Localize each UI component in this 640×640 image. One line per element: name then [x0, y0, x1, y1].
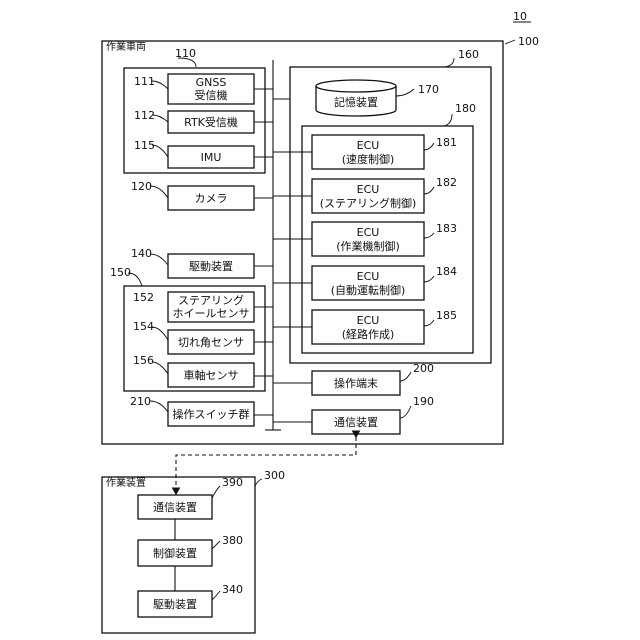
switch-group-label: 操作スイッチ群 [173, 407, 250, 421]
ecu-autodrive-label-2: (自動運転制御) [331, 283, 406, 297]
implement-comm-ref-leader [212, 486, 220, 498]
operation-terminal-label: 操作端末 [334, 376, 378, 390]
ecu-autodrive-ref-leader [424, 276, 434, 282]
vehicle-ref-leader [505, 40, 515, 44]
implement-drive-ref-leader [212, 591, 220, 600]
implement-comm-ref: 390 [222, 476, 243, 489]
terminal-ref-leader [400, 372, 411, 381]
drive-device-label: 駆動装置 [189, 259, 233, 273]
comm-ref-leader [400, 406, 411, 418]
axle-ref-leader [152, 362, 168, 374]
steering-wheel-sensor-label-1: ステアリング [178, 293, 244, 307]
ecu-route-label-1: ECU [357, 314, 380, 327]
ecu-speed-ref-leader [424, 143, 434, 150]
ecu-speed-ref: 181 [436, 136, 457, 149]
implement-control-label: 制御装置 [153, 546, 197, 560]
drive-ref-leader [150, 254, 168, 265]
implement-ref: 300 [264, 469, 285, 482]
ecu-autodrive-ref: 184 [436, 265, 457, 278]
ecu-implement-ref: 183 [436, 222, 457, 235]
ecu-speed-label-2: (速度制御) [342, 152, 395, 166]
imu-label: IMU [201, 151, 222, 164]
ecu-steering-ref-leader [424, 187, 434, 194]
ecu-route-ref: 185 [436, 309, 457, 322]
implement-control-ref: 380 [222, 534, 243, 547]
steering-wheel-sensor-ref: 152 [133, 291, 154, 304]
steer-angle-sensor-ref: 154 [133, 320, 154, 333]
storage-device-ref: 170 [418, 83, 439, 96]
drive-device-ref: 140 [131, 247, 152, 260]
ecu-implement-label-2: (作業機制御) [336, 239, 400, 253]
implement-ref-leader [255, 479, 262, 486]
angle-ref-leader [152, 327, 168, 340]
imu-ref: 115 [134, 139, 155, 152]
camera-ref: 120 [131, 180, 152, 193]
implement-drive-label: 駆動装置 [153, 597, 197, 611]
rtk-receiver-label: RTK受信機 [184, 115, 238, 129]
switch-ref-leader [150, 401, 168, 412]
camera-label: カメラ [195, 192, 228, 205]
vehicle-ref: 100 [518, 35, 539, 48]
ecu-group-ref: 180 [455, 102, 476, 115]
axle-sensor-label: 車軸センサ [184, 368, 239, 382]
switch-group-ref: 210 [130, 395, 151, 408]
ecu-implement-label-1: ECU [357, 226, 380, 239]
steer-angle-sensor-label: 切れ角センサ [178, 336, 244, 349]
ecu-autodrive-label-1: ECU [357, 270, 380, 283]
steering-sensor-group-ref: 150 [110, 266, 131, 279]
vehicle-title: 作業車両 [106, 40, 146, 53]
ecu-steering-label-2: (ステアリング制御) [320, 196, 417, 210]
implement-title: 作業装置 [106, 476, 146, 489]
camera-ref-leader [150, 186, 168, 198]
gnss-receiver-ref: 111 [134, 75, 155, 88]
ecu-route-label-2: (経路作成) [342, 328, 395, 341]
gnss-receiver-label-1: GNSS [196, 76, 227, 89]
implement-comm-label: 通信装置 [153, 501, 197, 514]
wireless-link [176, 437, 356, 494]
rtk-receiver-ref: 112 [134, 109, 155, 122]
axle-sensor-ref: 156 [133, 354, 154, 367]
ecu-steering-label-1: ECU [357, 183, 380, 196]
ecu-group-ref-leader [444, 114, 452, 126]
implement-control-ref-leader [212, 541, 220, 549]
steering-wheel-sensor-label-2: ホイールセンサ [173, 307, 250, 320]
figure-number: 10 [513, 10, 527, 23]
sensor-group-ref: 110 [175, 47, 196, 60]
ecu-route-ref-leader [424, 320, 434, 326]
ecu-implement-ref-leader [424, 233, 434, 238]
vehicle-comm-label: 通信装置 [334, 416, 378, 429]
storage-device-label: 記憶装置 [334, 95, 378, 109]
implement-drive-ref: 340 [222, 583, 243, 596]
ecu-speed-label-1: ECU [357, 139, 380, 152]
storage-ref-leader [396, 89, 414, 96]
ecu-steering-ref: 182 [436, 176, 457, 189]
gnss-receiver-label-2: 受信機 [195, 88, 228, 102]
controller-ref: 160 [458, 48, 479, 61]
controller-ref-leader [444, 58, 454, 67]
operation-terminal-ref: 200 [413, 362, 434, 375]
vehicle-comm-ref: 190 [413, 395, 434, 408]
